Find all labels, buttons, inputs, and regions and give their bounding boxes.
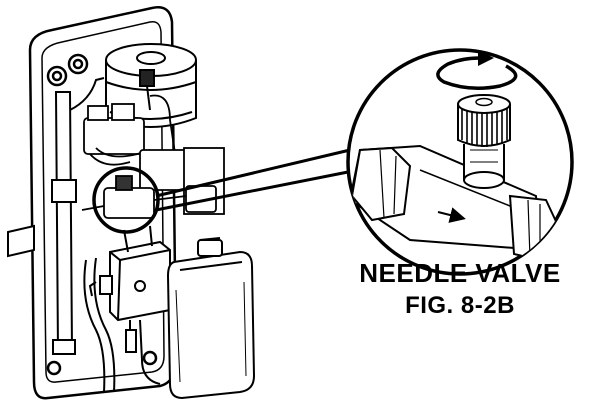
caption-title: NEEDLE VALVE xyxy=(359,258,561,288)
top-reservoir xyxy=(105,43,197,128)
valve-area xyxy=(81,175,217,219)
caption-figure-number: FIG. 8-2B xyxy=(405,292,515,319)
callout-leader-line xyxy=(155,148,351,212)
side-bracket xyxy=(7,224,35,258)
lower-tubing xyxy=(83,257,161,393)
left-tube xyxy=(51,77,105,355)
zoom-detail-content xyxy=(348,94,562,264)
manifold-block xyxy=(88,225,171,322)
fluid-tank xyxy=(166,237,256,400)
rotation-arrow-icon xyxy=(436,50,518,90)
motor-assembly xyxy=(83,94,225,215)
flow-direction-arrow-icon xyxy=(437,207,466,223)
detail-callout-circle xyxy=(92,166,160,234)
